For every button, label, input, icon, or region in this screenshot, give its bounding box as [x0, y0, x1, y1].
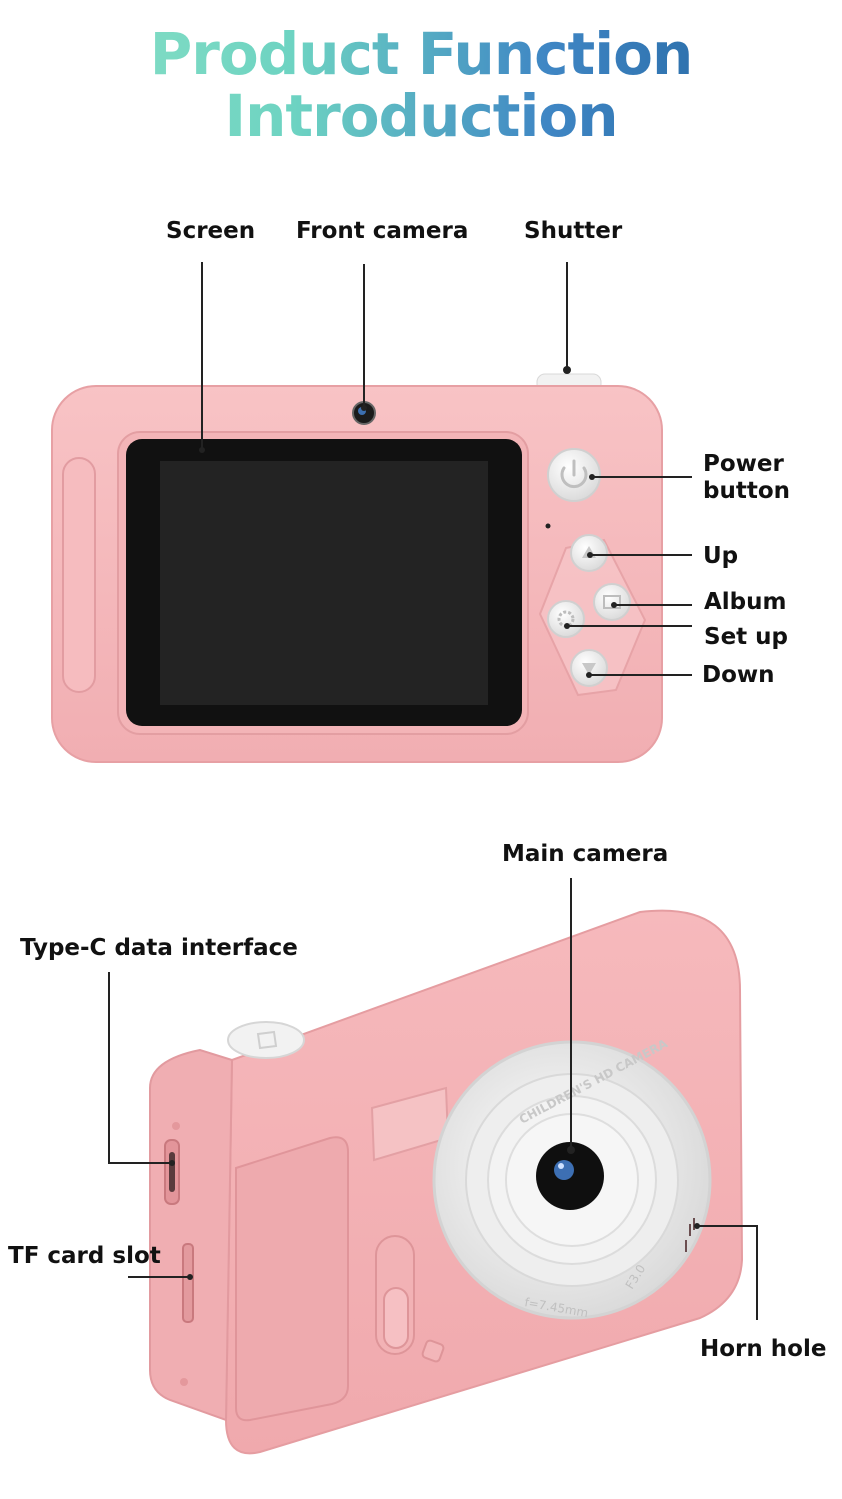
label-type-c: Type-C data interface — [20, 935, 298, 961]
front-leader-lines — [201, 262, 692, 676]
label-set-up: Set up — [704, 624, 789, 650]
label-up: Up — [703, 543, 739, 569]
label-shutter: Shutter — [524, 218, 623, 244]
label-main-camera: Main camera — [502, 841, 669, 867]
label-power-line2: button — [703, 478, 791, 504]
title-line-1: Product Function — [0, 24, 842, 84]
image-icon — [603, 595, 621, 609]
textured-grip — [235, 1136, 349, 1422]
label-album: Album — [704, 589, 787, 615]
back-leader-lines — [108, 878, 758, 1320]
side-grip — [62, 457, 96, 693]
horn-hole-grille — [685, 1218, 695, 1252]
rear-camera-body — [149, 909, 744, 1455]
title-line-2: Introduction — [0, 86, 842, 146]
label-power-line1: Power — [703, 451, 784, 477]
tf-card-slot — [182, 1243, 194, 1323]
triangle-down-icon — [582, 663, 596, 675]
label-screen: Screen — [166, 218, 256, 244]
front-camera-body — [51, 373, 663, 763]
power-icon — [560, 459, 588, 489]
setup-button — [547, 600, 585, 638]
label-tf-card: TF card slot — [8, 1243, 161, 1269]
label-horn-hole: Horn hole — [700, 1336, 827, 1362]
album-button — [593, 583, 631, 621]
label-front-camera: Front camera — [296, 218, 469, 244]
shutter-top-button — [227, 1021, 305, 1059]
label-down: Down — [702, 662, 775, 688]
